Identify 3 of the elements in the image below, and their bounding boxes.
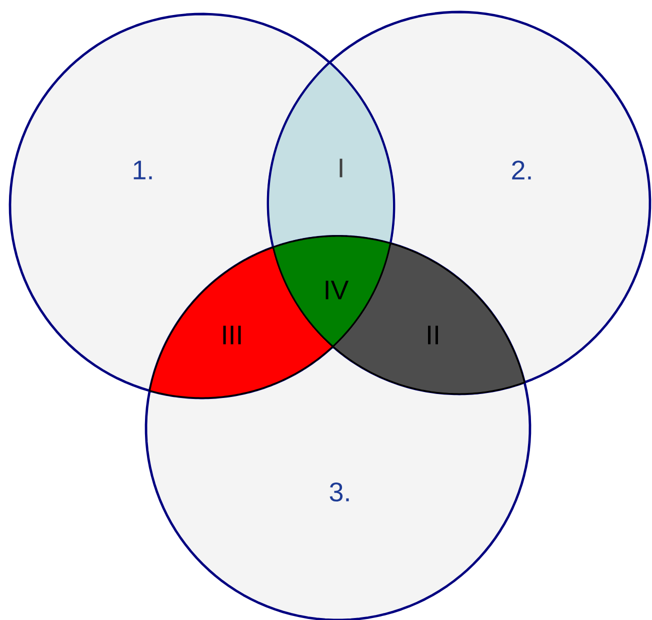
circle-region: 3. <box>144 345 532 620</box>
overlap-region: I <box>267 62 395 248</box>
overlap-region: IV <box>272 235 392 348</box>
